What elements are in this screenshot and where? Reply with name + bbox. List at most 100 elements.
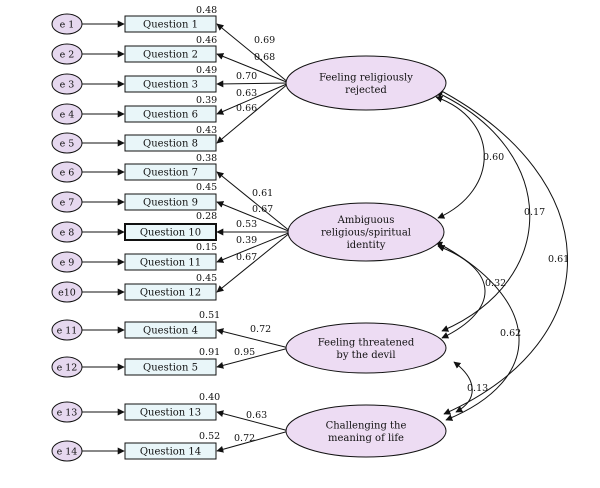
r-squared-label: 0.52 [199,431,220,442]
error-term-node [51,73,83,95]
loading-path [216,82,290,144]
error-term-node [51,43,83,65]
error-term-node [51,221,83,243]
error-term-node [51,13,83,35]
error-term-label: e 13 [57,408,78,419]
loading-label: 0.70 [236,71,257,82]
correlation-path [435,91,531,332]
loading-label: 0.67 [236,252,257,263]
loading-path [216,82,290,115]
item-label: Question 6 [143,110,198,121]
item-label: Question 13 [140,408,201,419]
r-squared-label: 0.43 [196,125,217,136]
loading-label: 0.67 [252,204,273,215]
error-term-label: e 12 [57,363,78,374]
loading-label: 0.63 [236,88,257,99]
r-squared-label: 0.51 [199,310,220,321]
item-label: Question 8 [143,139,198,150]
item-label: Question 2 [143,50,198,61]
loading-label: 0.63 [246,410,267,421]
item-label: Question 7 [143,168,198,179]
loading-path [216,201,292,233]
item-label: Question 1 [143,20,198,31]
error-term-label: e 3 [60,80,75,91]
item-box [124,75,217,93]
loading-label: 0.95 [234,347,255,358]
correlation-label: 0.60 [483,152,504,163]
loading-label: 0.39 [236,235,257,246]
error-term-node [51,103,83,125]
error-term-label: e 8 [60,228,75,239]
loading-label: 0.69 [254,35,275,46]
r-squared-label: 0.28 [196,211,217,222]
loading-path [216,80,290,88]
item-box [124,163,217,181]
loading-path [216,347,290,369]
factor-label: rejected [345,85,387,96]
factor-label: Challenging the [326,420,407,431]
latent-factor-node [287,202,445,262]
r-squared-label: 0.38 [196,153,217,164]
error-term-node [51,161,83,183]
error-term-node [51,132,83,154]
loading-label: 0.72 [250,324,271,335]
loading-label: 0.53 [236,219,257,230]
error-term-node [51,356,83,378]
loading-label: 0.68 [254,52,275,63]
error-term-label: e 7 [60,198,75,209]
correlation-path [437,245,486,339]
item-box [124,358,217,376]
error-term-label: e10 [58,288,76,299]
r-squared-label: 0.39 [196,95,217,106]
item-box [124,45,217,63]
loading-label: 0.61 [252,188,273,199]
error-term-node [51,319,83,341]
loading-path [216,23,290,84]
item-box [124,134,217,152]
item-label: Question 9 [143,198,198,209]
item-box [124,403,217,421]
correlation-label: 0.17 [524,207,545,218]
item-label: Question 10 [140,228,201,239]
loading-path [216,410,290,432]
error-term-node [51,191,83,213]
loading-label: 0.66 [236,103,257,114]
error-term-label: e 9 [60,258,75,269]
latent-factor-node [285,322,447,374]
item-label: Question 12 [140,288,201,299]
item-label: Question 5 [143,363,198,374]
item-box [124,105,217,123]
factor-label: religious/spiritual [321,228,411,239]
latent-factor-node [285,404,447,458]
latent-factor-node [285,55,447,111]
item-box [124,15,217,33]
factor-label: Feeling religiously [319,72,413,83]
r-squared-label: 0.46 [196,35,217,46]
error-term-label: e 6 [60,168,75,179]
correlation-path [435,241,520,421]
item-box [124,442,217,460]
correlation-label: 0.13 [467,383,488,394]
loading-path [216,231,292,293]
factor-label: meaning of life [328,433,404,444]
correlation-label: 0.61 [548,254,569,265]
r-squared-label: 0.45 [196,182,217,193]
r-squared-label: 0.40 [199,392,220,403]
loading-path [216,171,292,233]
r-squared-label: 0.49 [196,65,217,76]
error-term-node [51,251,83,273]
error-term-node [51,440,83,462]
correlation-label: 0.62 [500,328,521,339]
item-box [124,321,217,339]
item-label: Question 11 [140,258,201,269]
item-box [124,253,217,271]
factor-label: by the devil [336,350,395,361]
item-label: Question 14 [140,447,201,458]
loading-label: 0.72 [234,433,255,444]
factor-label: identity [347,240,386,251]
correlation-path [453,361,473,413]
item-box [124,193,217,211]
r-squared-label: 0.15 [196,242,217,253]
